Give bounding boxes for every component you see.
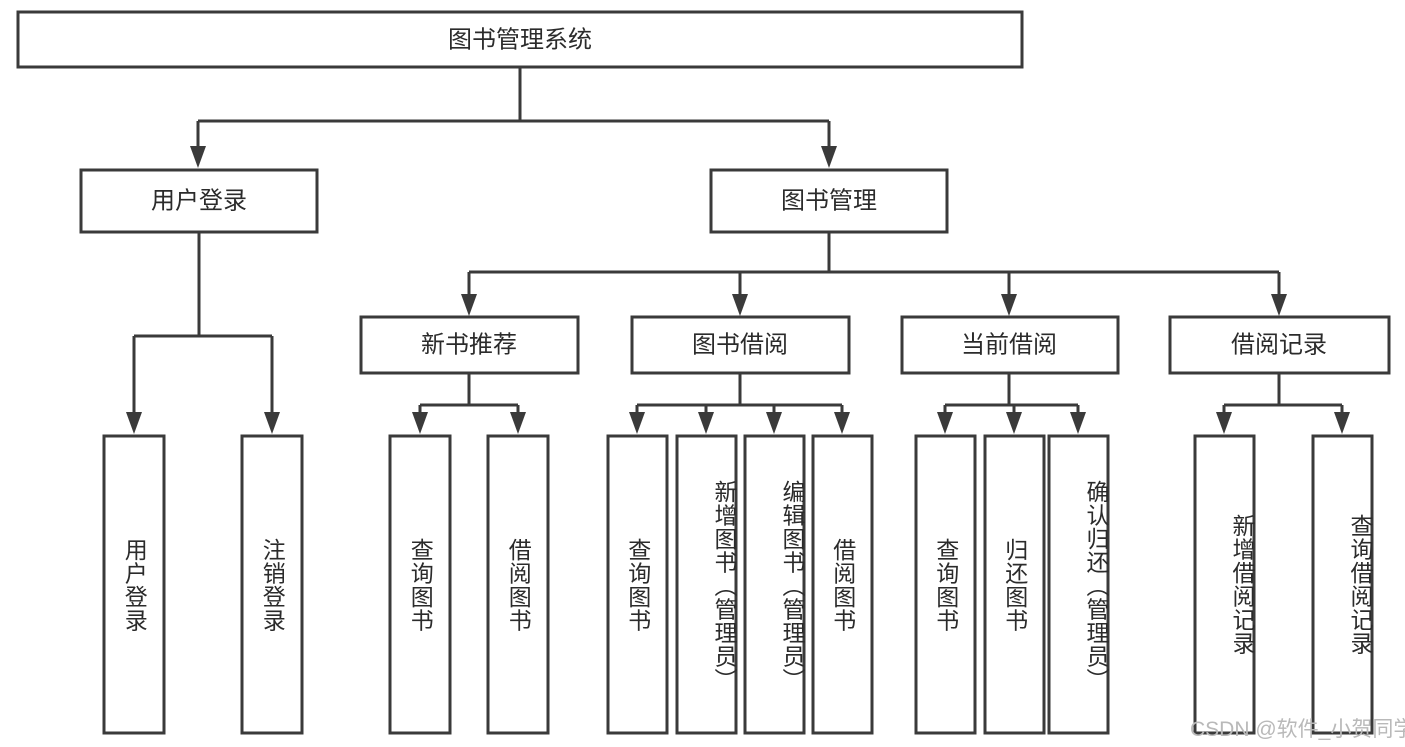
leaf-label-currentborrow-1: 查询图书 (932, 537, 959, 632)
node-new-book-recommend[interactable] (359, 315, 580, 375)
node-book-borrow[interactable] (630, 315, 851, 375)
node-root-label: 图书管理系统 (448, 26, 592, 53)
leaf-label-borrowrecord-1: 新增借阅记录 (1229, 514, 1255, 655)
node-root[interactable] (16, 10, 1024, 69)
leaf-box-user-login-1[interactable] (102, 434, 166, 735)
leaf-box-user-login-2[interactable] (240, 434, 304, 735)
leaf-label-bookborrow-2: 新增图书（管理员） (711, 479, 737, 692)
leaf-box-newbook-1[interactable] (388, 434, 452, 735)
leaf-label-currentborrow-2: 归还图书 (1001, 537, 1028, 632)
leaf-label-borrowrecord-2: 查询借阅记录 (1347, 514, 1373, 655)
leaf-box-bookborrow-3[interactable] (743, 434, 806, 735)
leaf-label-newbook-1: 查询图书 (407, 537, 434, 632)
leaf-box-currentborrow-2[interactable] (983, 434, 1046, 735)
connector-bookmgmt-to-level3 (461, 232, 1287, 316)
connector-userlogin-to-leaves (126, 232, 280, 434)
node-book-management-label: 图书管理 (781, 187, 877, 214)
connector-root-to-level2 (190, 67, 837, 168)
node-book-borrow-label: 图书借阅 (692, 331, 788, 358)
watermark-text: CSDN @软件_小贺同学 (1190, 718, 1405, 741)
leaf-label-user-login-1: 用户登录 (121, 537, 148, 632)
node-borrow-record[interactable] (1168, 315, 1391, 375)
leaf-box-currentborrow-1[interactable] (914, 434, 977, 735)
leaf-box-borrowrecord-1[interactable] (1193, 434, 1256, 735)
node-book-management[interactable] (709, 168, 949, 234)
connector-bookborrow-to-leaves (629, 373, 850, 434)
leaf-label-currentborrow-3: 确认归还（管理员） (1083, 479, 1109, 692)
connector-newbook-to-leaves (412, 373, 526, 434)
leaf-box-bookborrow-1[interactable] (606, 434, 669, 735)
leaf-box-newbook-2[interactable] (486, 434, 550, 735)
leaf-label-bookborrow-4: 借阅图书 (829, 537, 856, 632)
leaf-box-borrowrecord-2[interactable] (1311, 434, 1374, 735)
leaf-box-bookborrow-4[interactable] (811, 434, 874, 735)
node-new-book-recommend-label: 新书推荐 (421, 331, 517, 358)
node-user-login-label: 用户登录 (151, 187, 247, 214)
leaf-label-bookborrow-3: 编辑图书（管理员） (779, 479, 805, 692)
leaf-label-user-login-2: 注销登录 (259, 537, 286, 632)
leaf-label-newbook-2: 借阅图书 (505, 537, 532, 632)
node-current-borrow-label: 当前借阅 (961, 331, 1057, 358)
leaf-box-currentborrow-3[interactable] (1047, 434, 1110, 735)
node-borrow-record-label: 借阅记录 (1231, 331, 1327, 358)
node-current-borrow[interactable] (900, 315, 1120, 375)
node-user-login[interactable] (79, 168, 319, 234)
connector-borrowrecord-to-leaves (1216, 373, 1350, 434)
connector-currentborrow-to-leaves (937, 373, 1086, 434)
leaf-label-bookborrow-1: 查询图书 (624, 537, 651, 632)
leaf-box-bookborrow-2[interactable] (675, 434, 738, 735)
